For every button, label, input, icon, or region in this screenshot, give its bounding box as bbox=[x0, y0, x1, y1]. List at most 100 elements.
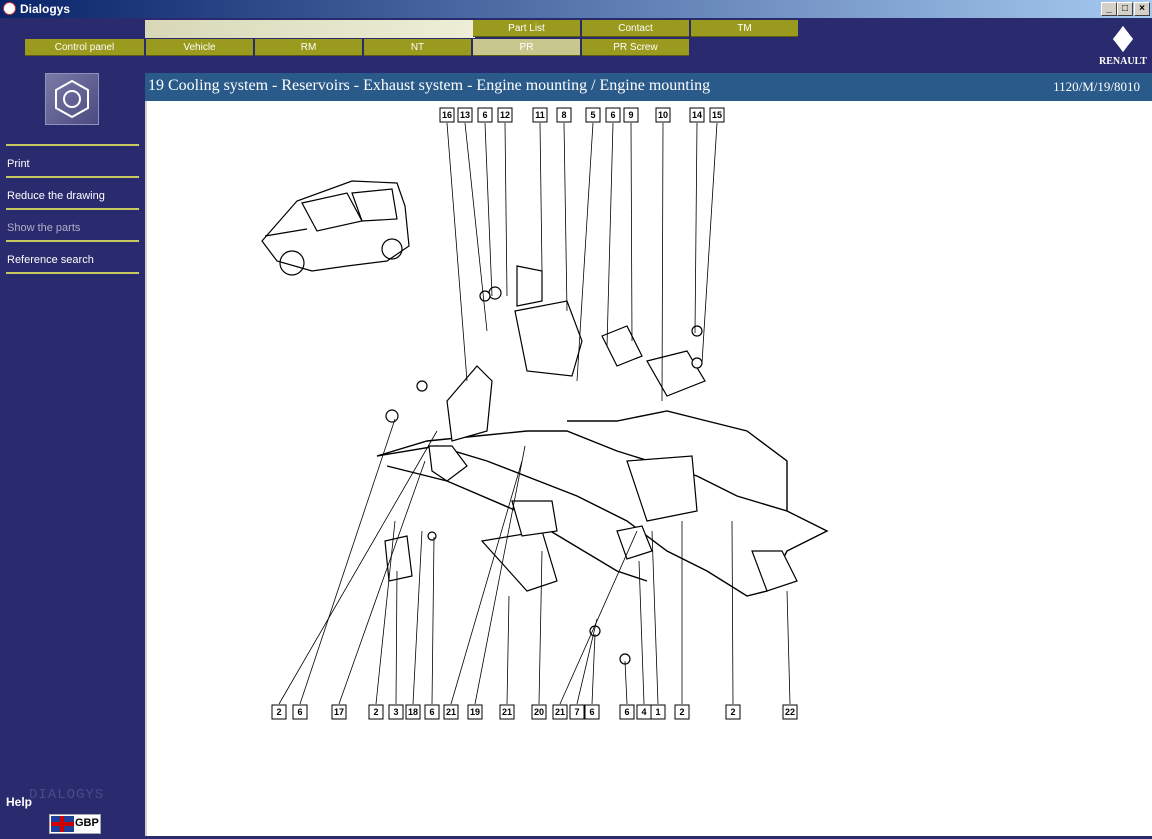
callout-box bbox=[689, 107, 705, 123]
nav-nt[interactable]: NT bbox=[364, 39, 471, 56]
renault-logo: RENAULT bbox=[1097, 26, 1149, 70]
part-callout-17[interactable]: 17 bbox=[331, 704, 347, 720]
part-callout-6[interactable]: 6 bbox=[424, 704, 440, 720]
drawing-reference: 1120/M/19/8010 bbox=[1053, 79, 1140, 94]
part-callout-7[interactable]: 7 bbox=[569, 704, 585, 720]
language-selector[interactable]: GBP bbox=[49, 814, 101, 834]
help-link[interactable]: Help bbox=[6, 795, 33, 809]
part-callout-12[interactable]: 12 bbox=[497, 107, 513, 123]
part-callout-21[interactable]: 21 bbox=[499, 704, 515, 720]
leader-line bbox=[431, 536, 435, 705]
leader-line bbox=[606, 122, 614, 347]
menu-divider bbox=[6, 208, 139, 210]
part-callout-10[interactable]: 10 bbox=[655, 107, 671, 123]
callout-number: 21 bbox=[446, 707, 456, 717]
part-callout-6[interactable]: 6 bbox=[292, 704, 308, 720]
callout-number: 18 bbox=[408, 707, 418, 717]
nav-control-panel[interactable]: Control panel bbox=[25, 39, 144, 56]
menu-reduce-drawing[interactable]: Reduce the drawing bbox=[7, 190, 105, 202]
leader-line bbox=[484, 122, 493, 297]
callout-box bbox=[331, 704, 347, 720]
callout-number: 9 bbox=[628, 110, 633, 120]
callout-box bbox=[585, 107, 601, 123]
menu-show-parts[interactable]: Show the parts bbox=[7, 222, 81, 234]
callout-number: 6 bbox=[624, 707, 629, 717]
callout-box bbox=[424, 704, 440, 720]
part-callout-2[interactable]: 2 bbox=[271, 704, 287, 720]
close-button[interactable]: × bbox=[1134, 2, 1150, 16]
nav-contact[interactable]: Contact bbox=[582, 20, 689, 37]
leader-line bbox=[651, 530, 659, 705]
part-callout-2[interactable]: 2 bbox=[725, 704, 741, 720]
part-callout-8[interactable]: 8 bbox=[556, 107, 572, 123]
callout-number: 21 bbox=[555, 707, 565, 717]
callout-box bbox=[292, 704, 308, 720]
part-callout-6[interactable]: 6 bbox=[477, 107, 493, 123]
callout-box bbox=[439, 107, 455, 123]
leader-line bbox=[474, 445, 526, 705]
callout-box bbox=[650, 704, 666, 720]
part-callout-15[interactable]: 15 bbox=[709, 107, 725, 123]
part-callout-18[interactable]: 18 bbox=[405, 704, 421, 720]
callout-box bbox=[467, 704, 483, 720]
part-callout-11[interactable]: 11 bbox=[532, 107, 548, 123]
callout-number: 6 bbox=[482, 110, 487, 120]
callout-box bbox=[782, 704, 798, 720]
part-callout-14[interactable]: 14 bbox=[689, 107, 705, 123]
callout-number: 21 bbox=[502, 707, 512, 717]
part-callout-16[interactable]: 16 bbox=[439, 107, 455, 123]
leader-line bbox=[299, 418, 396, 705]
part-callout-13[interactable]: 13 bbox=[457, 107, 473, 123]
leader-line bbox=[576, 122, 594, 382]
part-callout-21[interactable]: 21 bbox=[443, 704, 459, 720]
nav-pr-screw[interactable]: PR Screw bbox=[582, 39, 689, 56]
part-callout-3[interactable]: 3 bbox=[388, 704, 404, 720]
leader-line bbox=[624, 660, 628, 705]
callout-number: 2 bbox=[276, 707, 281, 717]
nav-tm[interactable]: TM bbox=[691, 20, 798, 37]
part-callout-19[interactable]: 19 bbox=[467, 704, 483, 720]
nav-pr[interactable]: PR bbox=[473, 39, 580, 56]
part-callout-22[interactable]: 22 bbox=[782, 704, 798, 720]
callout-box bbox=[457, 107, 473, 123]
menu-reference-search[interactable]: Reference search bbox=[7, 254, 94, 266]
part-callout-9[interactable]: 9 bbox=[623, 107, 639, 123]
callout-number: 14 bbox=[692, 110, 702, 120]
part-callout-6[interactable]: 6 bbox=[619, 704, 635, 720]
part-callout-2[interactable]: 2 bbox=[368, 704, 384, 720]
part-callout-1[interactable]: 1 bbox=[650, 704, 666, 720]
leader-line bbox=[464, 122, 488, 332]
callout-box bbox=[569, 704, 585, 720]
leader-line bbox=[563, 122, 568, 312]
nav-part-list[interactable]: Part List bbox=[473, 20, 580, 37]
leader-line bbox=[786, 590, 791, 705]
part-callout-21[interactable]: 21 bbox=[552, 704, 568, 720]
callout-number: 2 bbox=[730, 707, 735, 717]
part-callout-5[interactable]: 5 bbox=[585, 107, 601, 123]
callout-number: 12 bbox=[500, 110, 510, 120]
part-callout-6[interactable]: 6 bbox=[605, 107, 621, 123]
callout-box bbox=[619, 704, 635, 720]
minimize-button[interactable]: _ bbox=[1101, 2, 1117, 16]
mount-parts bbox=[384, 265, 798, 665]
menu-print[interactable]: Print bbox=[7, 158, 30, 170]
part-callout-4[interactable]: 4 bbox=[636, 704, 652, 720]
hex-nut-icon[interactable] bbox=[45, 73, 99, 125]
leader-line bbox=[278, 430, 438, 705]
maximize-button[interactable]: □ bbox=[1117, 2, 1133, 16]
nav-vehicle[interactable]: Vehicle bbox=[146, 39, 253, 56]
nav-rm[interactable]: RM bbox=[255, 39, 362, 56]
callout-number: 20 bbox=[534, 707, 544, 717]
renault-wordmark: RENAULT bbox=[1099, 56, 1147, 67]
leader-line bbox=[450, 460, 523, 705]
callout-box bbox=[443, 704, 459, 720]
part-callout-6[interactable]: 6 bbox=[584, 704, 600, 720]
part-callout-20[interactable]: 20 bbox=[531, 704, 547, 720]
callout-number: 7 bbox=[574, 707, 579, 717]
callout-number: 16 bbox=[442, 110, 452, 120]
callout-box bbox=[271, 704, 287, 720]
uk-flag-icon bbox=[51, 816, 74, 832]
part-callout-2[interactable]: 2 bbox=[674, 704, 690, 720]
window-titlebar: Dialogys _ □ × bbox=[0, 0, 1152, 18]
